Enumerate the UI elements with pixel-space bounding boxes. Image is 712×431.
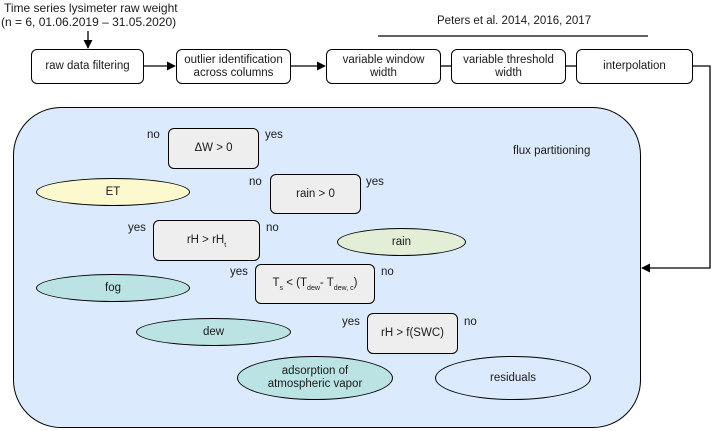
branch-label-ts-yes: yes [230, 266, 248, 278]
outcome-rain: rain [337, 228, 466, 256]
branch-label-ts-no: no [381, 266, 394, 278]
window-label-line1: variable window [342, 53, 425, 66]
outcome-fog: fog [36, 274, 190, 302]
raw-data-filtering-box: raw data filtering [31, 49, 144, 84]
source-title: Time series lysimeter raw weight [4, 1, 178, 15]
decision-rh-swc: rH > f(SWC) [367, 313, 458, 354]
outcome-residuals-label: residuals [489, 371, 537, 384]
outcome-et: ET [36, 178, 190, 206]
branch-label-rain-no: no [249, 176, 262, 188]
decision-rh-label: rH > rHt [186, 233, 227, 249]
arrow-interpolation-to-flux [641, 65, 711, 273]
flux-partitioning-title: flux partitioning [513, 145, 591, 157]
rh-main-text: rH > rH [186, 233, 225, 246]
branch-label-swc-no: no [464, 316, 477, 328]
decision-delta-w: ΔW > 0 [168, 128, 259, 169]
decision-rain: rain > 0 [270, 174, 361, 214]
source-subtitle: (n = 6, 01.06.2019 – 31.05.2020) [1, 15, 177, 29]
decision-rain-label: rain > 0 [296, 187, 335, 200]
adsorption-label-line2: atmospheric vapor [267, 378, 363, 390]
outlier-identification-box: outlier identification across columns [176, 49, 291, 84]
outcome-dew: dew [136, 318, 291, 346]
ts-main-text: T [272, 277, 280, 289]
outcome-rain-label: rain [391, 235, 412, 248]
decision-ts-label: Ts < (Tdew- Tdew, c) [272, 277, 358, 292]
threshold-label-line2: width [495, 66, 522, 79]
ts-subscript-s: s [279, 285, 284, 292]
outcome-fog-label: fog [105, 281, 121, 294]
branch-label-rh-yes: yes [128, 222, 146, 234]
ts-dash-text: - T [319, 277, 334, 289]
rh-subscript: t [224, 241, 227, 249]
outcome-dew-label: dew [202, 325, 225, 338]
outlier-label-line2: across columns [193, 66, 274, 79]
interpolation-box: interpolation [576, 49, 693, 84]
outcome-et-label: ET [105, 185, 121, 198]
ts-subscript-dew: dew [307, 285, 320, 292]
variable-window-width-box: variable window width [326, 49, 441, 84]
branch-label-rh-no: no [266, 222, 279, 234]
window-label-line2: width [370, 66, 397, 79]
branch-label-rain-yes: yes [366, 176, 384, 188]
threshold-label-line1: variable threshold [463, 53, 554, 66]
reference-label: Peters et al. 2014, 2016, 2017 [437, 15, 592, 27]
ts-end-text: ) [353, 277, 358, 289]
branch-label-dw-no: no [147, 129, 160, 141]
interpolation-label: interpolation [603, 60, 666, 72]
decision-swc-label: rH > f(SWC) [381, 327, 444, 339]
outlier-label-line1: outlier identification [184, 53, 283, 66]
branch-label-dw-yes: yes [265, 129, 283, 141]
raw-data-filtering-label: raw data filtering [45, 60, 130, 72]
ts-mid-text: < (T [283, 277, 308, 289]
decision-surface-temperature: Ts < (Tdew- Tdew, c) [255, 264, 375, 304]
decision-delta-w-label: ΔW > 0 [194, 142, 233, 154]
ts-subscript-dewc: dew, c [333, 285, 354, 292]
adsorption-label-line1: adsorption of [281, 365, 349, 377]
outcome-residuals: residuals [435, 356, 591, 400]
outcome-adsorption: adsorption of atmospheric vapor [237, 356, 393, 400]
branch-label-swc-yes: yes [342, 316, 360, 328]
decision-rh-threshold: rH > rHt [153, 220, 260, 261]
variable-threshold-width-box: variable threshold width [451, 49, 566, 84]
